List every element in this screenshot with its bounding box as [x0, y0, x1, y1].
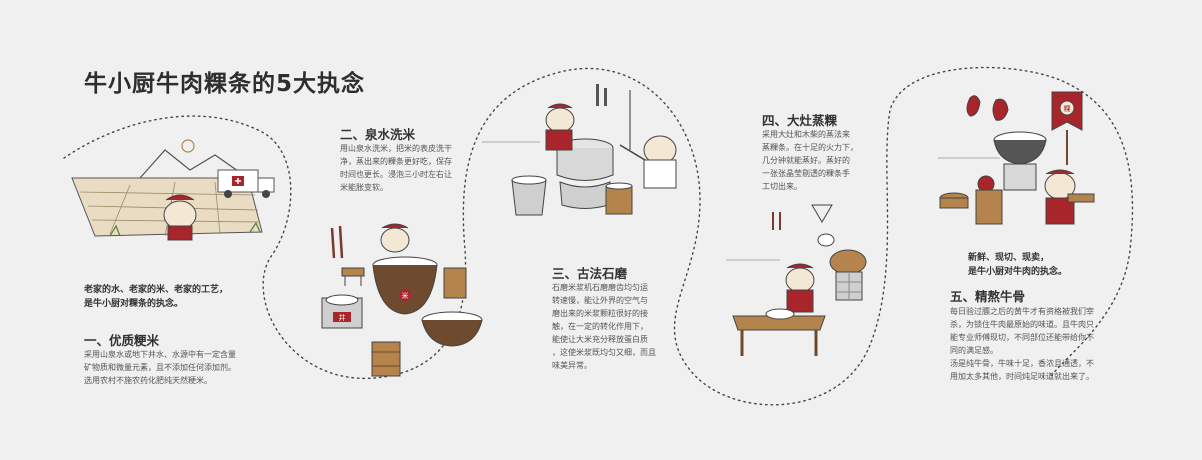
steaming-illustration [726, 204, 867, 356]
rice-washing-illustration: 米 井 [321, 223, 483, 377]
section-1-intro: 老家的水、老家的米、老家的工艺， 是牛小厨对粿条的执念。 [84, 285, 229, 309]
rice-jar-label: 米 [402, 291, 409, 300]
well-label: 井 [339, 313, 346, 322]
section-4-heading: 四、大灶蒸粿 [762, 113, 838, 128]
section-2-heading: 二、泉水洗米 [340, 127, 416, 142]
banner-label: 粿 [1064, 104, 1071, 113]
section-1-body: 采用山泉水或地下井水、水源中有一定含量 矿物质和微量元素，且不添加任何添加剂。 … [84, 350, 236, 385]
section-3-body: 石磨米浆机石磨磨齿均匀运 转速慢，能让外界的空气与 磨出来的米浆颗粒很好的接 触… [552, 283, 656, 370]
section-5-intro: 新鲜、现切、现卖， 是牛小厨对牛肉的执念。 [968, 253, 1068, 277]
section-3-heading: 三、古法石磨 [552, 266, 628, 281]
section-4-body: 采用大灶和木柴的蒸法来 蒸粿条。在十足的火力下， 几分钟就能蒸好。蒸好的 一张张… [762, 130, 858, 191]
page-title: 牛小厨牛肉粿条的5大执念 [84, 71, 366, 97]
dotted-path [63, 66, 1134, 406]
section-2-body: 用山泉水洗米，把米的表皮洗干 净，蒸出来的粿条更好吃，保存 时间也更长。浸泡三小… [340, 144, 452, 192]
field-scene-illustration [71, 139, 275, 241]
section-5-heading: 五、精熬牛骨 [950, 289, 1026, 304]
stone-mill-illustration [482, 84, 677, 216]
beef-broth-illustration: 粿 [938, 91, 1095, 225]
section-5-body: 每日验过膘之后的黄牛才有资格被我们宰 杀，为锁住牛肉最原始的味道。且牛肉只 能专… [950, 307, 1094, 381]
section-1-heading: 一、优质粳米 [84, 333, 160, 348]
red-cross-icon [232, 176, 244, 186]
